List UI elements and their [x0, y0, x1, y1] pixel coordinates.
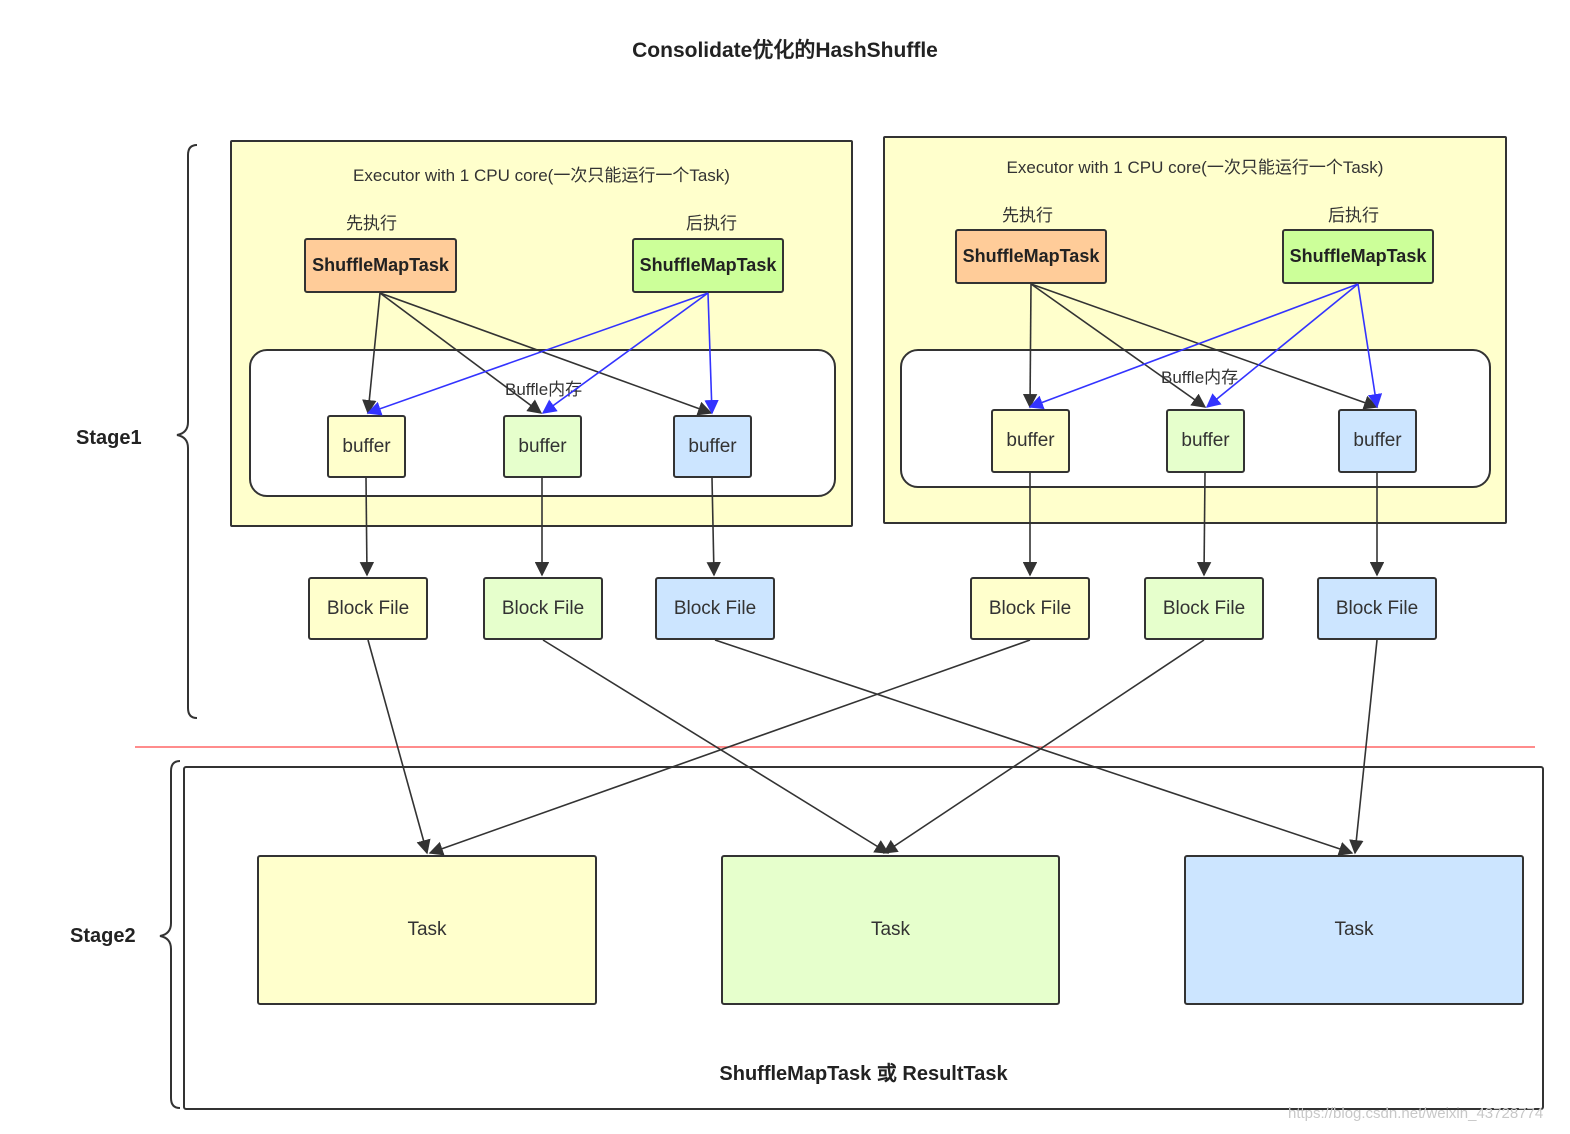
- watermark: https://blog.csdn.net/weixin_43728774: [1288, 1105, 1544, 1122]
- executor-title: Executor with 1 CPU core(一次只能运行一个Task): [1006, 158, 1384, 177]
- buffer-memory-label: Buffle内存: [1161, 368, 1239, 387]
- executor-title: Executor with 1 CPU core(一次只能运行一个Task): [353, 166, 730, 185]
- second-exec-label: 后执行: [1328, 206, 1379, 225]
- stage2-label: Stage2: [70, 925, 136, 947]
- stage1-brace: [176, 144, 198, 719]
- stage2-task-yellow: Task: [257, 855, 597, 1005]
- first-exec-label: 先执行: [1002, 206, 1053, 225]
- buffer-blue: buffer: [1338, 409, 1417, 473]
- first-exec-label: 先执行: [346, 214, 397, 233]
- shufflemaptask-second: ShuffleMapTask: [632, 238, 784, 293]
- buffer-yellow: buffer: [327, 415, 406, 478]
- diagram-title: Consolidate优化的HashShuffle: [632, 39, 938, 62]
- shufflemaptask-second: ShuffleMapTask: [1282, 229, 1434, 284]
- buffer-memory-label: Buffle内存: [505, 380, 583, 399]
- block-file-blue: Block File: [655, 577, 775, 640]
- block-file-green: Block File: [1144, 577, 1264, 640]
- stage2-task-blue: Task: [1184, 855, 1524, 1005]
- shufflemaptask-first: ShuffleMapTask: [304, 238, 457, 293]
- buffer-green: buffer: [1166, 409, 1245, 473]
- stage2-brace: [159, 760, 181, 1109]
- stage2-footer: ShuffleMapTask 或 ResultTask: [719, 1063, 1008, 1085]
- stage2-task-green: Task: [721, 855, 1060, 1005]
- second-exec-label: 后执行: [686, 214, 737, 233]
- block-file-green: Block File: [483, 577, 603, 640]
- block-file-blue: Block File: [1317, 577, 1437, 640]
- buffer-green: buffer: [503, 415, 582, 478]
- shufflemaptask-first: ShuffleMapTask: [955, 229, 1107, 284]
- block-file-yellow: Block File: [970, 577, 1090, 640]
- stage1-label: Stage1: [76, 427, 142, 449]
- block-file-yellow: Block File: [308, 577, 428, 640]
- buffer-yellow: buffer: [991, 409, 1070, 473]
- buffer-blue: buffer: [673, 415, 752, 478]
